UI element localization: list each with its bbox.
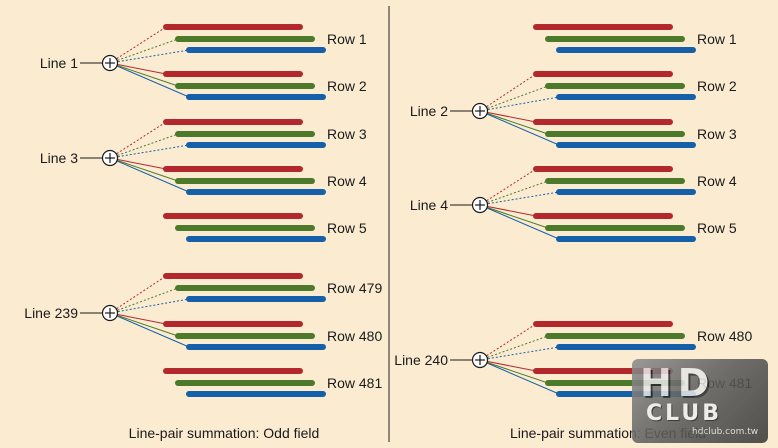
fan-line-line-240-upper-red [479,323,537,361]
fan-line-line-240-upper-blue [479,346,560,361]
fan-line-line-239-upper-red [109,275,167,314]
row-label-row-1: Row 1 [697,31,737,47]
fan-line-line-1-lower-blue [109,62,190,98]
fan-line-line-2-lower-green [479,110,549,135]
line-label-line-240: Line 240 [394,352,448,368]
line-label-line-239: Line 239 [24,305,78,321]
fan-line-line-4-upper-blue [479,191,560,206]
fan-line-line-1-upper-blue [109,49,190,64]
line-label-line-2: Line 2 [410,103,448,119]
fan-line-line-239-upper-blue [109,298,190,314]
panel-caption-odd: Line-pair summation: Odd field [129,425,320,441]
fan-line-line-3-upper-blue [109,144,190,159]
fan-line-line-240-upper-green [479,335,549,361]
fan-line-line-4-lower-red [479,204,537,217]
row-label-row-3: Row 3 [697,126,737,142]
row-label-row-481: Row 481 [327,375,382,391]
fan-line-line-239-lower-blue [109,312,190,348]
fan-line-line-4-lower-blue [479,204,560,240]
fan-line-line-1-lower-red [109,62,167,75]
hdclub-watermark-logo: HD CLUB hdclub.com.tw [632,359,768,443]
row-label-row-5: Row 5 [697,220,737,236]
fan-line-line-2-upper-green [479,85,549,112]
fan-line-line-1-upper-green [109,38,179,64]
fan-line-line-239-upper-green [109,287,179,314]
line-label-line-4: Line 4 [410,197,448,213]
row-label-row-2: Row 2 [327,78,367,94]
fan-line-line-1-lower-green [109,62,179,87]
row-label-row-4: Row 4 [697,173,737,189]
row-label-row-3: Row 3 [327,126,367,142]
fan-line-line-239-lower-red [109,312,167,325]
row-label-row-1: Row 1 [327,31,367,47]
fan-line-line-3-lower-blue [109,157,190,193]
fan-line-line-3-upper-green [109,133,179,159]
row-label-row-5: Row 5 [327,220,367,236]
fan-line-line-2-lower-red [479,110,537,123]
row-label-row-4: Row 4 [327,173,367,189]
fan-line-line-2-upper-blue [479,96,560,112]
fan-line-line-240-lower-blue [479,359,560,395]
row-label-row-479: Row 479 [327,280,382,296]
row-label-row-2: Row 2 [697,78,737,94]
fan-line-line-3-upper-red [109,121,167,159]
watermark-hd-text: HD [640,361,716,405]
fan-line-line-3-lower-green [109,157,179,182]
watermark-club-text: CLUB [646,401,723,426]
fan-line-line-1-upper-red [109,26,167,64]
fan-line-line-2-upper-red [479,73,537,112]
fan-line-line-2-lower-blue [479,110,560,146]
fan-line-line-240-lower-green [479,359,549,384]
watermark-url-text: hdclub.com.tw [692,427,759,437]
fan-line-line-240-lower-red [479,359,537,372]
fan-line-line-4-upper-green [479,180,549,206]
fan-line-line-3-lower-red [109,157,167,170]
fan-line-line-239-lower-green [109,312,179,337]
fan-line-line-4-upper-red [479,168,537,206]
line-label-line-3: Line 3 [40,150,78,166]
line-label-line-1: Line 1 [40,55,78,71]
fan-line-line-4-lower-green [479,204,549,229]
row-label-row-480: Row 480 [327,328,382,344]
row-label-row-480: Row 480 [697,328,752,344]
